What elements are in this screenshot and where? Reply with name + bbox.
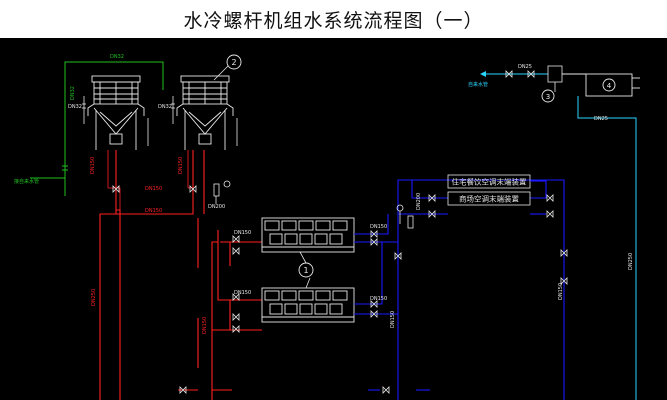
cooling-tower-2	[176, 75, 234, 150]
gauge-right	[396, 204, 414, 229]
pipe-label-dn32-t1: DN32	[68, 104, 82, 110]
pipe-label-dn32-t2: DN32	[158, 104, 172, 110]
tag-cooling-tower: 2	[231, 58, 236, 67]
chiller-2	[261, 287, 355, 323]
pipe-label-dn150-i: DN150	[370, 296, 387, 302]
expansion-tank	[562, 73, 640, 97]
valves-right	[370, 194, 568, 394]
pipe-label-dn150-f: DN150	[234, 230, 251, 236]
tag-chiller: 1	[303, 266, 308, 275]
label-makeup-water-in: 自来水管	[468, 81, 488, 88]
diagram-title: 水冷螺杆机组水系统流程图（一）	[183, 10, 484, 32]
pipe-label-dn32-left: DN32	[70, 86, 76, 100]
pipe-label-dn150-a: DN150	[145, 186, 162, 192]
tower-branch-pipes	[82, 96, 238, 146]
cooling-tower-1	[87, 75, 145, 150]
pipe-label-dn150-e: DN150	[202, 317, 208, 334]
cooling-water-supply-lines	[99, 150, 262, 400]
chiller-1	[261, 217, 355, 253]
makeup-valves	[505, 65, 563, 92]
label-terminal-residential: 住宅餐饮空调末端装置	[452, 177, 527, 187]
gauge-left	[213, 180, 231, 204]
cad-canvas: DN32 DN32 接自来水管	[0, 38, 667, 400]
pipe-label-dn150-c: DN150	[90, 157, 96, 174]
pipe-label-dn150-b: DN150	[145, 208, 162, 214]
valves-left	[112, 185, 240, 394]
pipe-label-dn150-d: DN150	[178, 157, 184, 174]
tag-circle-cooling-tower	[226, 54, 242, 70]
terminal-unit-commercial	[447, 191, 531, 206]
pipe-label-dn32-top: DN32	[110, 54, 124, 60]
tag-circle-pump	[541, 89, 555, 103]
makeup-water-lines	[486, 73, 637, 400]
pipe-label-dn150-k: DN150	[558, 283, 564, 300]
makeup-inlet-arrow	[480, 71, 486, 77]
label-terminal-commercial: 商场空调末端装置	[459, 194, 519, 204]
tag-expansion-tank: 4	[607, 82, 612, 90]
tower-red-branches	[107, 150, 193, 214]
tag-pump: 3	[546, 93, 550, 101]
flow-diagram: DN32 DN32 接自来水管	[14, 54, 640, 400]
pipe-label-dn200-top: DN200	[208, 204, 225, 210]
pipe-label-dn250-left: DN250	[91, 289, 97, 306]
pipe-label-dn150-h: DN150	[370, 224, 387, 230]
pipe-label-dn150-g: DN150	[234, 290, 251, 296]
pipe-label-dn25-right: DN25	[594, 116, 608, 122]
header: 水冷螺杆机组水系统流程图（一）	[0, 0, 667, 38]
pipe-label-dn25-top: DN25	[518, 64, 532, 70]
label-drain-left: 接自来水管	[14, 178, 39, 185]
tag-circle-expansion-tank	[602, 78, 616, 92]
pipe-label-dn150-j: DN150	[390, 311, 396, 328]
pipe-label-dn250-right: DN250	[628, 253, 634, 270]
chilled-water-lines	[354, 179, 565, 400]
cooling-makeup-lines	[30, 61, 164, 196]
pipe-label-dn200-right: DN200	[416, 193, 422, 210]
